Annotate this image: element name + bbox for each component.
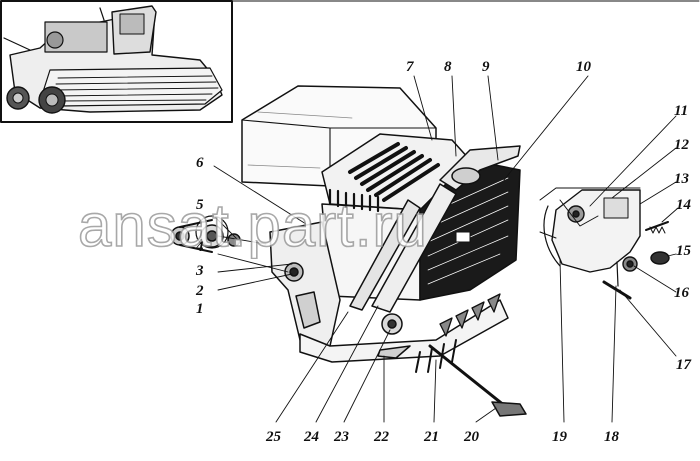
callout-16: 16 <box>674 285 689 301</box>
callout-4: 4 <box>196 239 204 255</box>
leader-lines <box>213 75 679 423</box>
inset-combine-overview <box>0 0 233 123</box>
detail-assembly <box>539 187 670 300</box>
callout-13: 13 <box>674 171 689 187</box>
callout-8: 8 <box>444 59 452 75</box>
callout-14: 14 <box>676 197 691 213</box>
callout-12: 12 <box>674 137 689 153</box>
callout-24: 24 <box>304 429 319 445</box>
callout-15: 15 <box>676 243 691 259</box>
callout-3: 3 <box>196 263 204 279</box>
callout-20: 20 <box>464 429 479 445</box>
callout-23: 23 <box>334 429 349 445</box>
callout-10: 10 <box>576 59 591 75</box>
callout-5: 5 <box>196 197 204 213</box>
watermark-text: ansat.part.ru <box>77 192 428 259</box>
callout-1: 1 <box>196 301 204 317</box>
callout-9: 9 <box>482 59 490 75</box>
callout-18: 18 <box>604 429 619 445</box>
callout-2: 2 <box>196 283 204 299</box>
callout-6: 6 <box>196 155 204 171</box>
callout-17: 17 <box>676 357 691 373</box>
main-assembly <box>170 85 527 417</box>
callout-19: 19 <box>552 429 567 445</box>
callout-21: 21 <box>424 429 439 445</box>
callout-22: 22 <box>374 429 389 445</box>
callout-25: 25 <box>266 429 281 445</box>
callout-11: 11 <box>674 103 689 119</box>
callout-7: 7 <box>406 59 414 75</box>
